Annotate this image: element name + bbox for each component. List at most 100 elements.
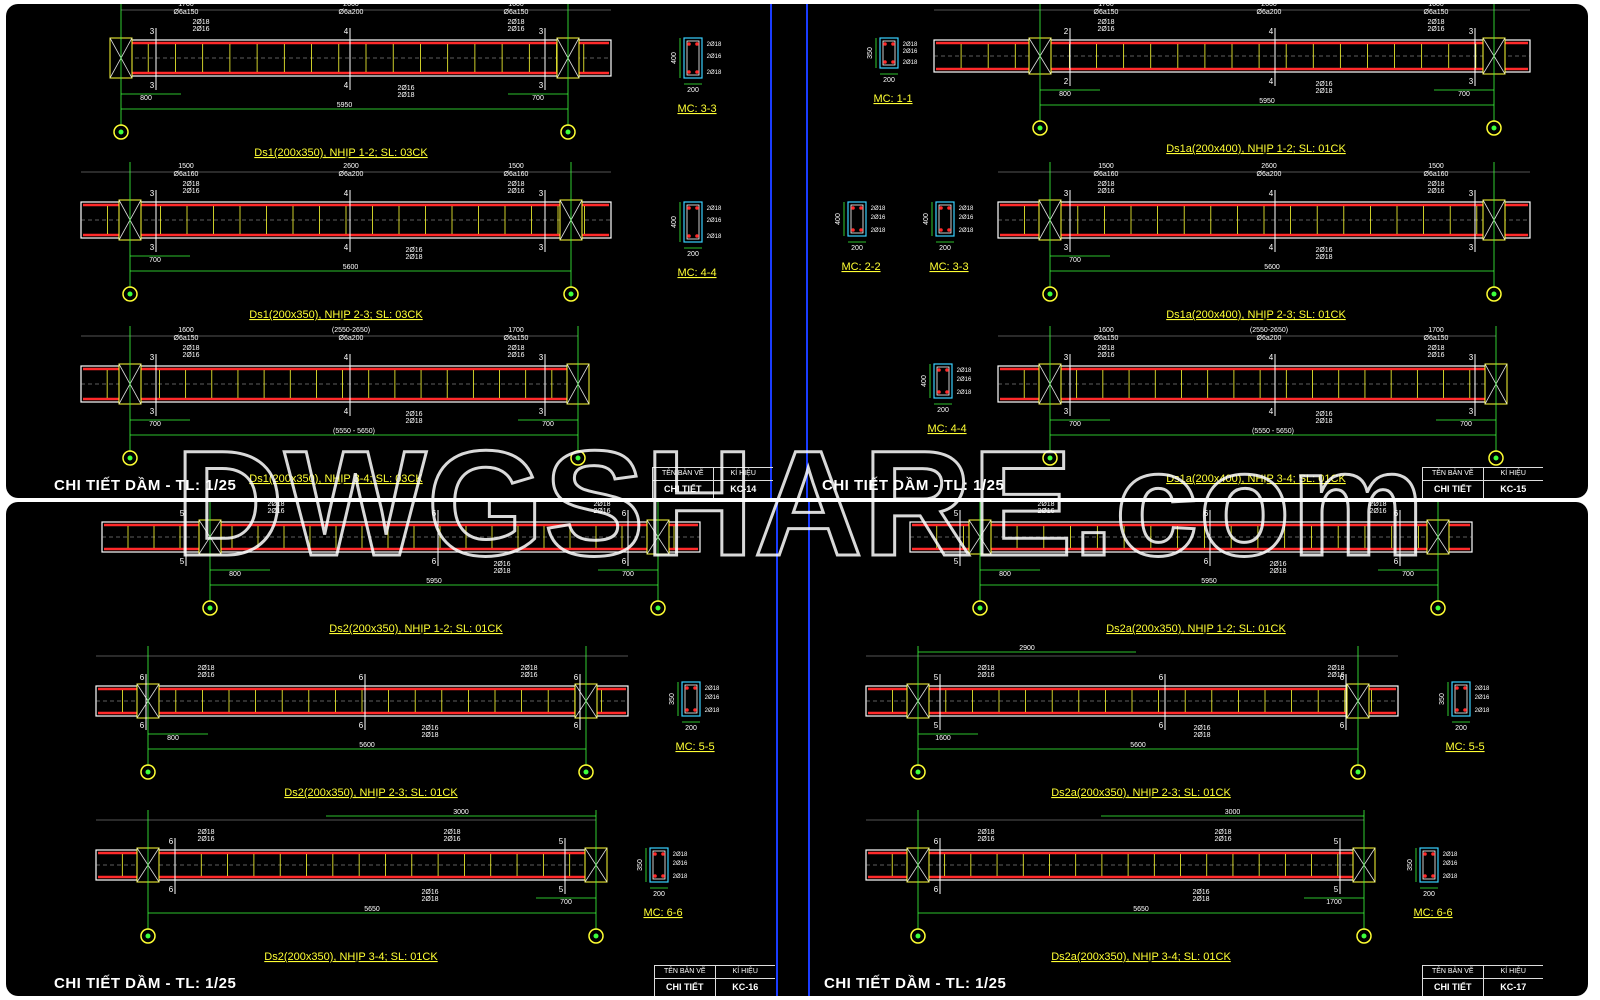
section-width-dim: 200 bbox=[1423, 891, 1435, 898]
rebar-label: 2Ø18 bbox=[397, 92, 414, 99]
title-block-name-label: TÊN BẢN VẼ bbox=[1431, 470, 1474, 477]
span-dimension: (5550 - 5650) bbox=[1252, 428, 1294, 435]
cross-section-bar bbox=[945, 390, 949, 394]
grid-axis-center bbox=[583, 769, 589, 775]
sheet-title-kc15: CHI TIẾT DẦM - TL: 1/25 bbox=[822, 477, 1005, 494]
grid-axis-center bbox=[145, 769, 151, 775]
cross-section-bar bbox=[939, 206, 943, 210]
rebar-label: 2Ø18 bbox=[593, 502, 610, 508]
rebar-label: 2Ø16 bbox=[1369, 508, 1386, 515]
cross-section-bar bbox=[693, 708, 697, 712]
rebar-label: 2Ø16 bbox=[192, 26, 209, 33]
grid-axis-center bbox=[977, 605, 983, 611]
title-block-name-label: TÊN BẢN VẼ bbox=[661, 470, 704, 477]
rebar-label: 2Ø16 bbox=[1427, 26, 1444, 33]
section-label: MC: 5-5 bbox=[675, 741, 714, 753]
section-cut-label: 6 bbox=[359, 721, 364, 730]
grid-axis-marker bbox=[560, 124, 576, 140]
grid-axis-marker bbox=[1430, 600, 1446, 616]
grid-axis-marker bbox=[1350, 764, 1366, 780]
rebar-label: 2Ø18 bbox=[182, 345, 199, 352]
title-block-code-label: KÍ HIỆU bbox=[1482, 468, 1544, 480]
section-cut-label: 3 bbox=[539, 353, 544, 362]
section-rebar-label: 2Ø18 bbox=[707, 42, 722, 48]
section-height-dim: 400 bbox=[671, 216, 678, 228]
span-dimension: 5650 bbox=[1133, 906, 1149, 913]
cross-section-bar bbox=[1463, 708, 1467, 712]
stirrup-label: Ø6a150 bbox=[174, 9, 199, 16]
rebar-label: 2Ø18 bbox=[405, 254, 422, 261]
section-label: MC: 3-3 bbox=[929, 261, 968, 273]
rebar-label: 2Ø16 bbox=[1269, 561, 1286, 568]
top-dimension: 1700 bbox=[178, 4, 194, 8]
section-cut-label: 4 bbox=[344, 27, 349, 36]
section-cut-label: 4 bbox=[344, 353, 349, 362]
title-block-code: KC-17 bbox=[1482, 979, 1544, 996]
cross-section-stirrup bbox=[652, 850, 666, 880]
cross-section-bar bbox=[1463, 686, 1467, 690]
section-cut-label: 6 bbox=[1159, 721, 1164, 730]
cross-section-outline bbox=[683, 201, 703, 243]
section-cut-label: 6 bbox=[1340, 721, 1345, 730]
cross-section-bar bbox=[939, 228, 943, 232]
cross-section-bar bbox=[693, 686, 697, 690]
section-cut-label: 4 bbox=[344, 189, 349, 198]
rebar-label: 2Ø16 bbox=[1315, 81, 1332, 88]
sheet-divider-right bbox=[808, 502, 810, 996]
section-rebar-label: 2Ø18 bbox=[959, 206, 974, 212]
grid-axis-marker bbox=[910, 764, 926, 780]
cross-section-bar bbox=[883, 60, 887, 64]
left-dimension: 700 bbox=[1069, 257, 1081, 264]
rebar-label: 2Ø16 bbox=[493, 561, 510, 568]
beam-label: Ds1(200x350), NHỊP 1-2; SL: 03CK bbox=[254, 147, 428, 159]
top-dimension: 3000 bbox=[453, 809, 469, 816]
cross-section-stirrup bbox=[1454, 684, 1468, 714]
rebar-label: 2Ø16 bbox=[977, 672, 994, 679]
section-cut-label: 4 bbox=[1269, 353, 1274, 362]
rebar-label: 2Ø16 bbox=[507, 26, 524, 33]
section-cut-label: 6 bbox=[1394, 509, 1399, 518]
section-cut-label: 5 bbox=[934, 673, 939, 682]
grid-axis-marker bbox=[1042, 286, 1058, 302]
left-dimension: 700 bbox=[149, 421, 161, 428]
rebar-label: 2Ø16 bbox=[507, 352, 524, 359]
rebar-label: 2Ø16 bbox=[443, 836, 460, 843]
title-block-code-label: KÍ HIỆU bbox=[1482, 966, 1544, 978]
rebar-label: 2Ø18 bbox=[1037, 502, 1054, 508]
rebar-label: 2Ø18 bbox=[197, 665, 214, 672]
stirrup-label: Ø6a200 bbox=[339, 171, 364, 178]
rebar-label: 2Ø18 bbox=[507, 181, 524, 188]
cross-section-bar bbox=[947, 228, 951, 232]
beam-label: Ds1(200x350), NHỊP 3-4; SL: 03CK bbox=[249, 473, 423, 485]
cross-section-stirrup bbox=[936, 366, 950, 396]
section-cut-label: 5 bbox=[1334, 837, 1339, 846]
grid-axis-center bbox=[575, 455, 581, 461]
section-cut-label: 6 bbox=[359, 673, 364, 682]
cross-section-stirrup bbox=[1422, 850, 1436, 880]
grid-axis-marker bbox=[140, 764, 156, 780]
right-dimension: 700 bbox=[532, 95, 544, 102]
section-cut-label: 6 bbox=[574, 673, 579, 682]
cross-section-outline bbox=[1451, 681, 1471, 717]
rebar-label: 2Ø18 bbox=[1427, 181, 1444, 188]
section-rebar-label: 2Ø18 bbox=[959, 228, 974, 234]
section-cut-label: 6 bbox=[934, 885, 939, 894]
grid-axis-marker bbox=[588, 928, 604, 944]
cross-section-bar bbox=[937, 390, 941, 394]
cross-section-bar bbox=[685, 686, 689, 690]
cross-section-bar bbox=[695, 234, 699, 238]
cross-section-bar bbox=[687, 234, 691, 238]
rebar-label: 2Ø16 bbox=[267, 508, 284, 515]
section-cut-label: 5 bbox=[180, 509, 185, 518]
rebar-label: 2Ø18 bbox=[1214, 829, 1231, 836]
section-cut-label: 6 bbox=[1394, 557, 1399, 566]
grid-axis-marker bbox=[563, 286, 579, 302]
title-block-name: CHI TIẾT DẦM Ds1 bbox=[664, 484, 702, 494]
grid-axis-marker bbox=[140, 928, 156, 944]
rebar-label: 2Ø18 bbox=[1427, 345, 1444, 352]
section-rebar-label: 2Ø18 bbox=[707, 206, 722, 212]
section-rebar-label: 2Ø16 bbox=[1443, 861, 1458, 867]
